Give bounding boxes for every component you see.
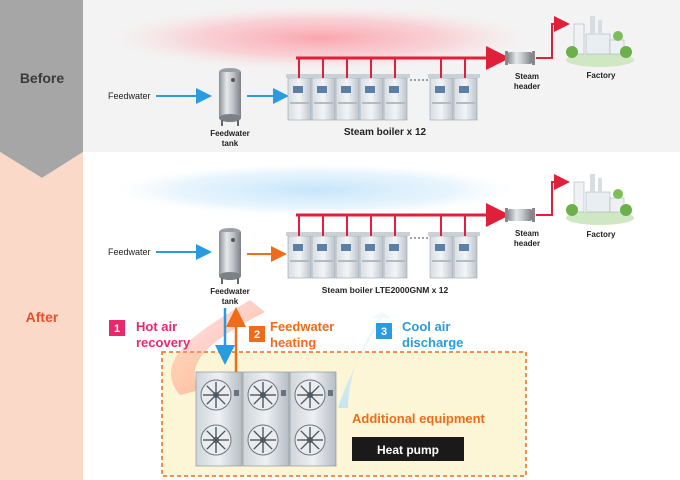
after-header-label-1: Steam <box>515 229 539 238</box>
boiler-unit <box>359 235 384 279</box>
boiler-unit <box>383 235 408 279</box>
heat-pump-unit <box>242 371 290 467</box>
heat-pump-unit <box>195 371 243 467</box>
boiler-unit <box>453 235 478 279</box>
heat-pump-label: Heat pump <box>377 443 439 457</box>
step-3-line-1: Cool air <box>402 319 450 334</box>
step-3-line-2: discharge <box>402 335 463 350</box>
step-2-number: 2 <box>254 329 260 341</box>
boiler-unit <box>287 77 312 121</box>
step-2-badge <box>249 326 265 342</box>
before-steam-header <box>505 51 535 65</box>
heat-pump-unit <box>289 371 337 467</box>
boiler-unit <box>311 77 336 121</box>
after-factory-label: Factory <box>587 230 616 239</box>
step-1-badge <box>109 320 125 336</box>
step-1-number: 1 <box>114 323 120 335</box>
before-factory-label: Factory <box>587 71 616 80</box>
heat-pump-label-box <box>352 437 464 461</box>
after-header-label-2: header <box>514 239 540 248</box>
before-tank-label-1: Feedwater <box>210 129 250 138</box>
before-to-factory-arrow <box>536 16 570 59</box>
boiler-top-rail <box>428 232 480 236</box>
boiler-unit <box>383 77 408 121</box>
boiler-unit <box>335 77 360 121</box>
boiler-unit <box>429 77 454 121</box>
after-label: After <box>26 309 59 325</box>
before-label: Before <box>20 70 65 86</box>
step-2: 2 Feedwater heating <box>249 319 334 350</box>
boiler-unit <box>311 235 336 279</box>
after-steam-risers <box>298 215 466 236</box>
step-3-number: 3 <box>381 326 387 338</box>
boiler-unit <box>429 235 454 279</box>
before-steam-risers <box>298 58 466 78</box>
boiler-unit <box>453 77 478 121</box>
boiler-top-rail <box>428 74 480 78</box>
step-2-line-2: heating <box>270 335 316 350</box>
after-band <box>0 152 83 480</box>
step-3: 3 Cool air discharge <box>376 319 463 350</box>
before-header-label-2: header <box>514 82 540 91</box>
after-tank-label-1: Feedwater <box>210 287 250 296</box>
after-boiler-label: Steam boiler LTE2000GNM x 12 <box>322 285 449 295</box>
boiler-unit <box>287 235 312 279</box>
cool-air-flow <box>338 312 392 408</box>
after-feedwater-label: Feedwater <box>108 247 151 257</box>
before-factory-icon <box>566 16 634 67</box>
step-1-line-1: Hot air <box>136 319 177 334</box>
before-feedwater-label: Feedwater <box>108 91 151 101</box>
after-feedwater-tank <box>219 228 241 284</box>
after-tank-label-2: tank <box>222 297 239 306</box>
before-feedwater-tank <box>219 68 241 126</box>
boiler-unit <box>335 235 360 279</box>
after-steam-header <box>505 208 535 222</box>
heat-pump-units <box>195 371 337 467</box>
after-boiler-bank <box>286 232 480 279</box>
after-factory-icon <box>566 174 634 225</box>
before-tank-label-2: tank <box>222 139 239 148</box>
before-header-label-1: Steam <box>515 72 539 81</box>
after-to-factory-arrow <box>536 174 570 216</box>
additional-equipment-title: Additional equipment <box>352 411 486 426</box>
cool-air-glow <box>115 164 515 216</box>
hot-air-glow <box>110 6 530 70</box>
boiler-unit <box>359 77 384 121</box>
step-3-badge <box>376 323 392 339</box>
before-band <box>0 0 83 178</box>
step-2-line-1: Feedwater <box>270 319 334 334</box>
step-1-line-2: recovery <box>136 335 191 350</box>
step-1: 1 Hot air recovery <box>109 319 191 350</box>
before-boiler-label: Steam boiler x 12 <box>344 127 427 138</box>
before-boiler-bank <box>286 74 480 121</box>
